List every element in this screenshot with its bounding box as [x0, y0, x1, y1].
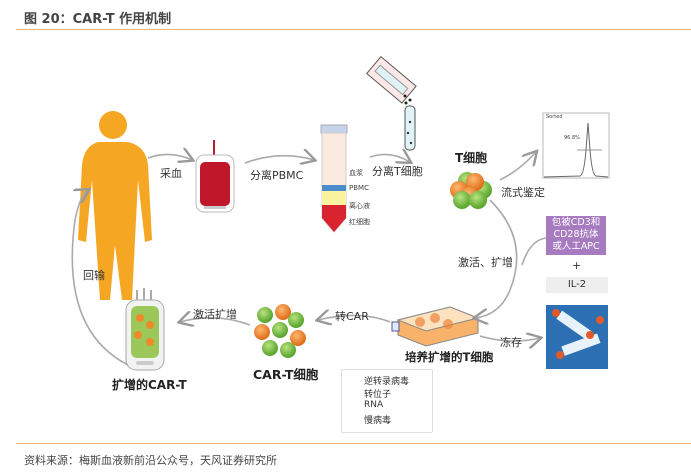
il2-box: IL-2	[546, 277, 608, 293]
figure-title: 图 20：CAR-T 作用机制	[24, 12, 172, 27]
vector-legend: 逆转录病毒 转位子 RNA 慢病毒	[341, 369, 433, 433]
stimulus-line-3: 或人工APC	[552, 241, 600, 252]
tube-layer-rbc: 红细胞	[349, 218, 370, 226]
frozen-vials-icon	[546, 305, 608, 369]
legend-item-retrovirus: 逆转录病毒	[364, 377, 410, 387]
stimulus-box: 包被CD3和 CD28抗体 或人工APC	[546, 216, 606, 255]
title-divider	[16, 29, 691, 30]
car-t-infusion-bag-icon	[125, 288, 165, 371]
label-transfer-car: 转CAR	[335, 310, 369, 323]
tube-layer-centrifuge: 离心液	[349, 202, 370, 210]
pipette-tube-icon	[366, 55, 417, 151]
label-collect-blood: 采血	[160, 167, 182, 180]
source-note: 资料来源：梅斯血液新前沿公众号，天风证券研究所	[24, 454, 277, 467]
label-reinfuse: 回输	[83, 269, 105, 282]
culture-flask-icon	[391, 306, 480, 347]
label-t-cell: T细胞	[455, 151, 488, 165]
label-car-t-cell: CAR-T细胞	[253, 367, 319, 382]
label-separate-t: 分离T细胞	[372, 165, 423, 178]
centrifuge-tube-icon	[320, 124, 348, 233]
flow-chart-label: Sorted	[546, 114, 563, 120]
label-freeze: 冻存	[500, 336, 522, 349]
label-flow-identify: 流式鉴定	[501, 186, 545, 199]
stimulus-line-1: 包被CD3和	[551, 217, 601, 228]
stimulus-line-2: CD28抗体	[553, 229, 599, 240]
label-activate-expand2: 激活扩增	[193, 308, 237, 321]
label-activate-expand: 激活、扩增	[458, 256, 513, 269]
label-separate-pbmc: 分离PBMC	[250, 169, 304, 182]
legend-item-lentivirus: 慢病毒	[364, 416, 392, 426]
t-cell-cluster-icon	[450, 172, 492, 209]
source-divider	[16, 443, 691, 444]
plus-sign: +	[572, 259, 582, 272]
tube-layer-plasma: 血浆	[349, 169, 363, 177]
label-cultured-t: 培养扩增的T细胞	[405, 350, 494, 364]
flow-chart-percent: 96.8%	[564, 135, 580, 141]
car-t-cell-cluster-icon	[254, 304, 306, 358]
blood-bag-icon	[195, 140, 235, 213]
tube-layer-pbmc: PBMC	[349, 184, 369, 192]
legend-item-rna: RNA	[364, 400, 384, 410]
flow-cytometry-chart	[542, 112, 610, 179]
label-expanded-car-t: 扩增的CAR-T	[112, 378, 187, 392]
flow-arrows	[71, 152, 547, 366]
human-body-icon	[78, 111, 152, 300]
legend-item-transposon: 转位子	[364, 390, 392, 400]
